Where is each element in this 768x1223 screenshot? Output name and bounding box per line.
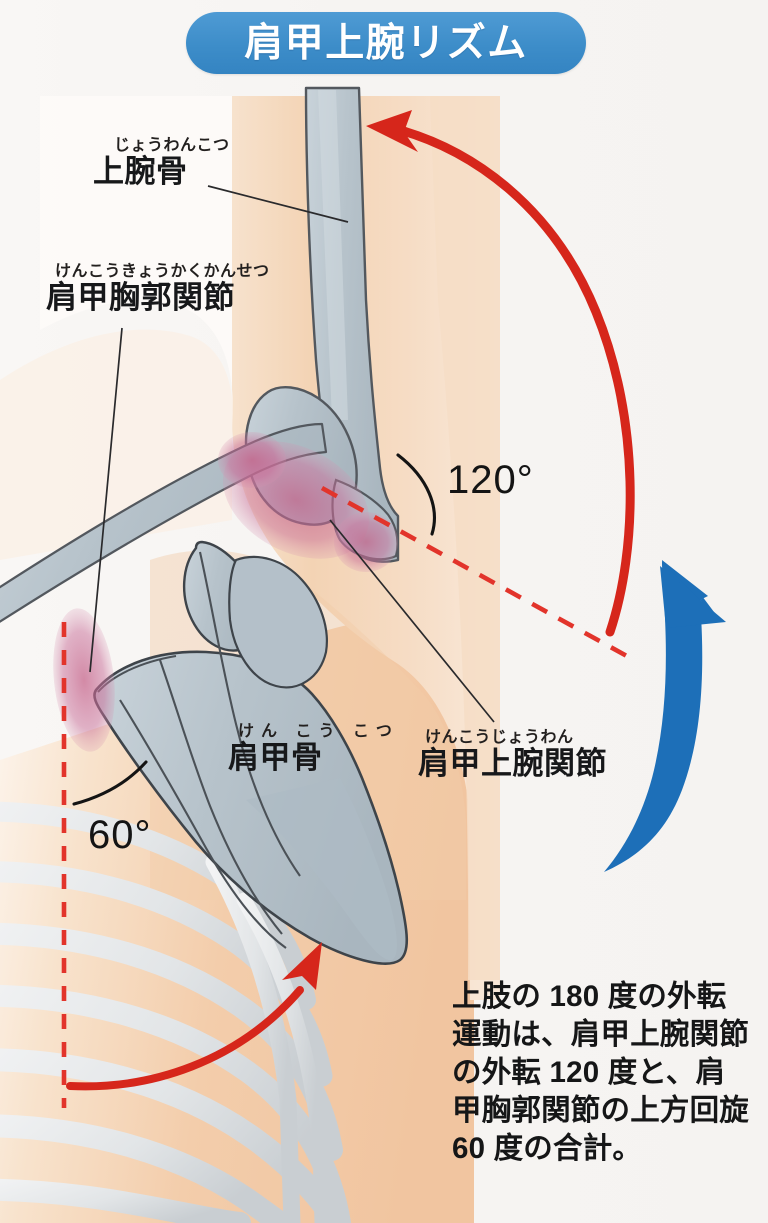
- label-scapulothoracic: けんこうきょうかくかんせつ 肩甲胸郭関節: [46, 263, 270, 316]
- leader-lines: [89, 185, 495, 723]
- leader-humerus: [207, 185, 349, 223]
- leader-glenohumeral: [329, 519, 495, 723]
- arc-60: [72, 760, 148, 806]
- caption-line-5: 60 度の合計。: [452, 1132, 643, 1166]
- angle-value-60: 60°: [88, 813, 152, 857]
- joint-highlights: [53, 432, 398, 752]
- label-scapula: けん こう こつ 肩甲骨: [228, 723, 399, 776]
- rib-cage: [0, 801, 351, 1223]
- acromion-highlight: [218, 432, 286, 488]
- label-scapula-ruby: けん こう こつ: [238, 723, 399, 740]
- dashed-humeral-axis: [320, 485, 636, 663]
- scapula-bone: [93, 540, 409, 965]
- page-title-pill: 肩甲上腕リズム: [186, 12, 586, 74]
- label-humerus: じょうわんこつ 上腕骨: [93, 137, 230, 190]
- humerus-abduction-arrow: [366, 110, 635, 637]
- scapulothoracic-highlight: [53, 608, 115, 752]
- scapula-rotation-arrow: [66, 942, 322, 1091]
- label-glenohumeral: けんこうじょうわん 肩甲上腕関節: [418, 729, 607, 782]
- label-scapula-text: 肩甲骨: [228, 739, 323, 775]
- label-humerus-ruby: じょうわんこつ: [114, 137, 230, 154]
- page-title: 肩甲上腕リズム: [244, 21, 528, 65]
- label-glenohumeral-ruby: けんこうじょうわん: [425, 729, 574, 746]
- total-motion-arrow: [604, 560, 726, 872]
- reference-dashed-lines: [61, 485, 636, 1108]
- caption-line-1: 上肢の 180 度の外転: [452, 980, 727, 1013]
- arc-120: [396, 453, 436, 536]
- caption-line-3: の外転 120 度と、肩: [452, 1056, 726, 1090]
- humeral-joint-highlight: [334, 512, 398, 572]
- caption-block: 上肢の 180 度の外転 運動は、肩甲上腕関節 の外転 120 度と、肩 甲胸郭…: [452, 978, 752, 1168]
- label-glenohumeral-text: 肩甲上腕関節: [418, 745, 607, 781]
- leader-scapulothoracic: [89, 327, 123, 673]
- label-scapulothoracic-ruby: けんこうきょうかくかんせつ: [55, 263, 270, 280]
- label-humerus-text: 上腕骨: [93, 153, 188, 189]
- caption-line-2: 運動は、肩甲上腕関節: [452, 1018, 750, 1052]
- caption-line-4: 甲胸郭関節の上方回旋: [452, 1094, 750, 1128]
- angle-value-120: 120°: [447, 458, 534, 502]
- label-scapulothoracic-text: 肩甲胸郭関節: [46, 279, 235, 315]
- angle-arcs: [72, 453, 436, 806]
